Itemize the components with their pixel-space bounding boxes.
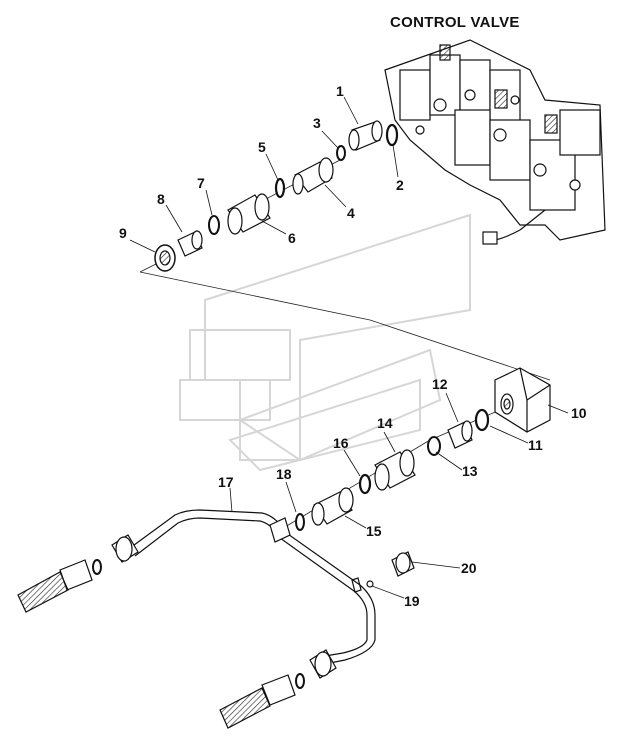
upper-fittings	[154, 120, 399, 272]
callout-13: 13	[462, 463, 478, 479]
callout-3: 3	[313, 115, 321, 131]
callout-6: 6	[288, 230, 296, 246]
leader-lines-lower	[229, 392, 569, 599]
leader-lines-upper	[129, 96, 399, 253]
callout-4: 4	[347, 205, 355, 221]
hose-upper-left	[17, 559, 93, 613]
callout-20: 20	[461, 560, 477, 576]
callout-11: 11	[528, 437, 543, 453]
diagram-title: CONTROL VALVE	[390, 14, 520, 31]
callout-7: 7	[197, 175, 205, 191]
callout-18: 18	[276, 466, 292, 482]
callout-14: 14	[377, 415, 393, 431]
watermark-logo	[179, 213, 471, 472]
callout-8: 8	[157, 191, 165, 207]
lower-fittings	[295, 367, 551, 593]
callout-12: 12	[432, 376, 448, 392]
callout-1: 1	[336, 83, 344, 99]
callout-10: 10	[571, 405, 587, 421]
tube-assembly	[92, 509, 376, 689]
callout-15: 15	[366, 523, 382, 539]
callout-9: 9	[119, 225, 127, 241]
callout-17: 17	[218, 474, 234, 490]
control-valve-body	[384, 39, 606, 245]
callout-19: 19	[404, 593, 420, 609]
hose-lower-left	[219, 674, 296, 729]
callout-16: 16	[333, 435, 349, 451]
assembly-guide-lines	[139, 159, 551, 531]
callout-2: 2	[396, 177, 404, 193]
callout-5: 5	[258, 139, 266, 155]
